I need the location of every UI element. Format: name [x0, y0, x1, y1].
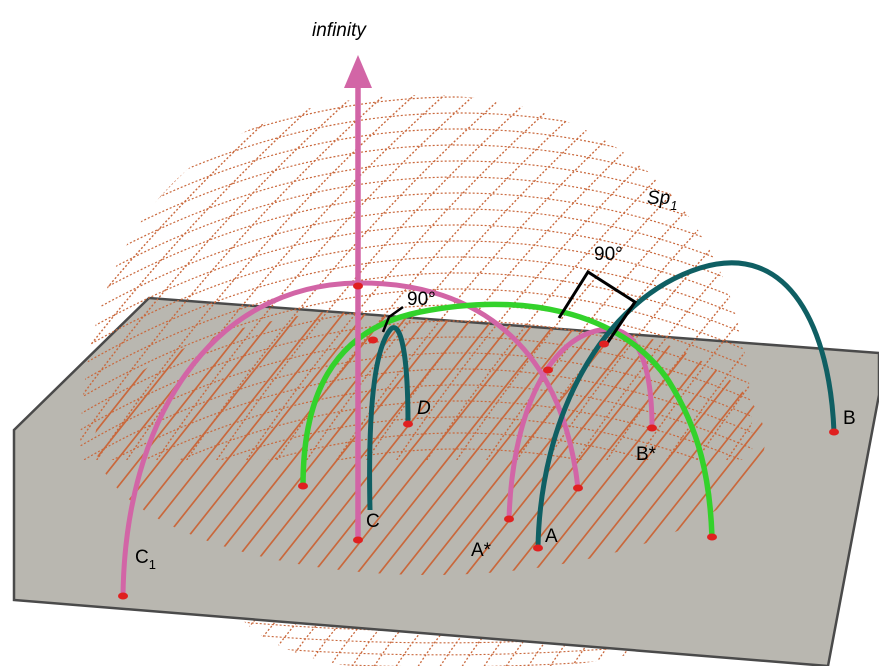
- infinity-axis: [344, 55, 372, 540]
- hatch-line: [80, 272, 753, 395]
- hatch-line: [80, 352, 753, 460]
- hatch-line: [409, 305, 641, 575]
- arc-d: [367, 325, 411, 511]
- hatch-line: [569, 95, 753, 460]
- sphere-hatching: [0, 90, 753, 470]
- hatch-line: [233, 305, 465, 575]
- point-marker: [543, 366, 553, 374]
- point-marker: [707, 533, 717, 541]
- hatch-line: [80, 256, 753, 379]
- hatch-line: [80, 240, 753, 363]
- angle-label-top: 90°: [594, 244, 623, 265]
- hatch-line: [80, 224, 753, 347]
- sphere-label: Sp1: [647, 188, 677, 213]
- hatch-line: [389, 95, 721, 460]
- hatch-line: [359, 95, 691, 460]
- hatch-line: [0, 90, 30, 470]
- hatch-line: [387, 305, 619, 575]
- infinity-label: infinity: [312, 20, 367, 41]
- hatch-line: [80, 336, 753, 459]
- point-marker: [353, 536, 363, 544]
- hatch-line: [80, 95, 753, 155]
- hatch-line: [629, 95, 753, 460]
- hatch-line: [80, 95, 753, 171]
- hatch-line: [659, 95, 753, 460]
- hatch-line: [277, 305, 509, 575]
- hatch-line: [80, 400, 753, 460]
- hatch-line: [80, 368, 753, 460]
- point-markers: [118, 282, 839, 600]
- angle-label-left: 90°: [407, 289, 436, 310]
- point-a-label: A: [545, 526, 558, 547]
- hatch-line: [80, 95, 391, 460]
- hatch-line: [89, 95, 421, 460]
- hatch-line: [80, 304, 753, 427]
- point-c1-label: C1: [135, 547, 156, 572]
- point-marker: [353, 282, 363, 290]
- point-marker: [647, 424, 657, 432]
- point-marker: [118, 592, 128, 600]
- hatch-line: [80, 320, 753, 443]
- hatch-line: [80, 192, 753, 315]
- hatch-line: [607, 305, 765, 575]
- hatch-line: [80, 448, 753, 460]
- hatch-line: [449, 95, 753, 460]
- hatch-line: [299, 95, 631, 460]
- hatch-line: [80, 128, 753, 251]
- hatch-line: [80, 160, 753, 283]
- hatch-line: [299, 305, 531, 575]
- point-marker: [504, 515, 514, 523]
- hatch-line: [872, 300, 879, 590]
- hatch-line: [419, 95, 751, 460]
- point-marker: [403, 420, 413, 428]
- hatch-line: [80, 208, 753, 331]
- hatch-line: [431, 305, 663, 575]
- hatch-line: [80, 144, 753, 267]
- hatch-line: [599, 95, 753, 460]
- point-c-label: C: [366, 511, 380, 532]
- hatch-line: [80, 176, 753, 299]
- hatch-line: [80, 384, 753, 460]
- point-marker: [533, 544, 543, 552]
- hatch-line: [365, 305, 597, 575]
- point-a-star-label: A*: [471, 540, 492, 561]
- hatch-line: [80, 96, 753, 219]
- hatch-line: [80, 416, 753, 460]
- right-angle-marker-left: [381, 305, 404, 333]
- hatch-line: [209, 95, 541, 460]
- right-angle-marker-top: [557, 269, 638, 346]
- hatch-line: [850, 560, 879, 666]
- hatch-line: [80, 432, 753, 460]
- hatch-line: [479, 95, 753, 460]
- hatch-line: [119, 95, 451, 460]
- point-d-label: D: [417, 398, 431, 419]
- hatch-line: [689, 95, 753, 460]
- arrow-head-icon: [344, 55, 372, 88]
- hatch-line: [539, 95, 753, 460]
- hatch-line: [239, 95, 571, 460]
- arc-a-b: [535, 260, 837, 549]
- point-marker: [599, 340, 609, 348]
- arc-green: [300, 301, 715, 538]
- point-marker: [298, 482, 308, 490]
- hatch-line: [0, 300, 2, 590]
- hatch-line: [149, 95, 481, 460]
- point-b-star-label: B*: [636, 444, 657, 465]
- point-b-label: B: [843, 408, 856, 429]
- hatch-line: [80, 95, 753, 187]
- point-marker: [573, 484, 583, 492]
- hatch-line: [343, 305, 575, 575]
- hatch-line: [475, 305, 707, 575]
- point-marker: [368, 336, 378, 344]
- arc-a-star: [506, 326, 655, 520]
- point-marker: [829, 428, 839, 436]
